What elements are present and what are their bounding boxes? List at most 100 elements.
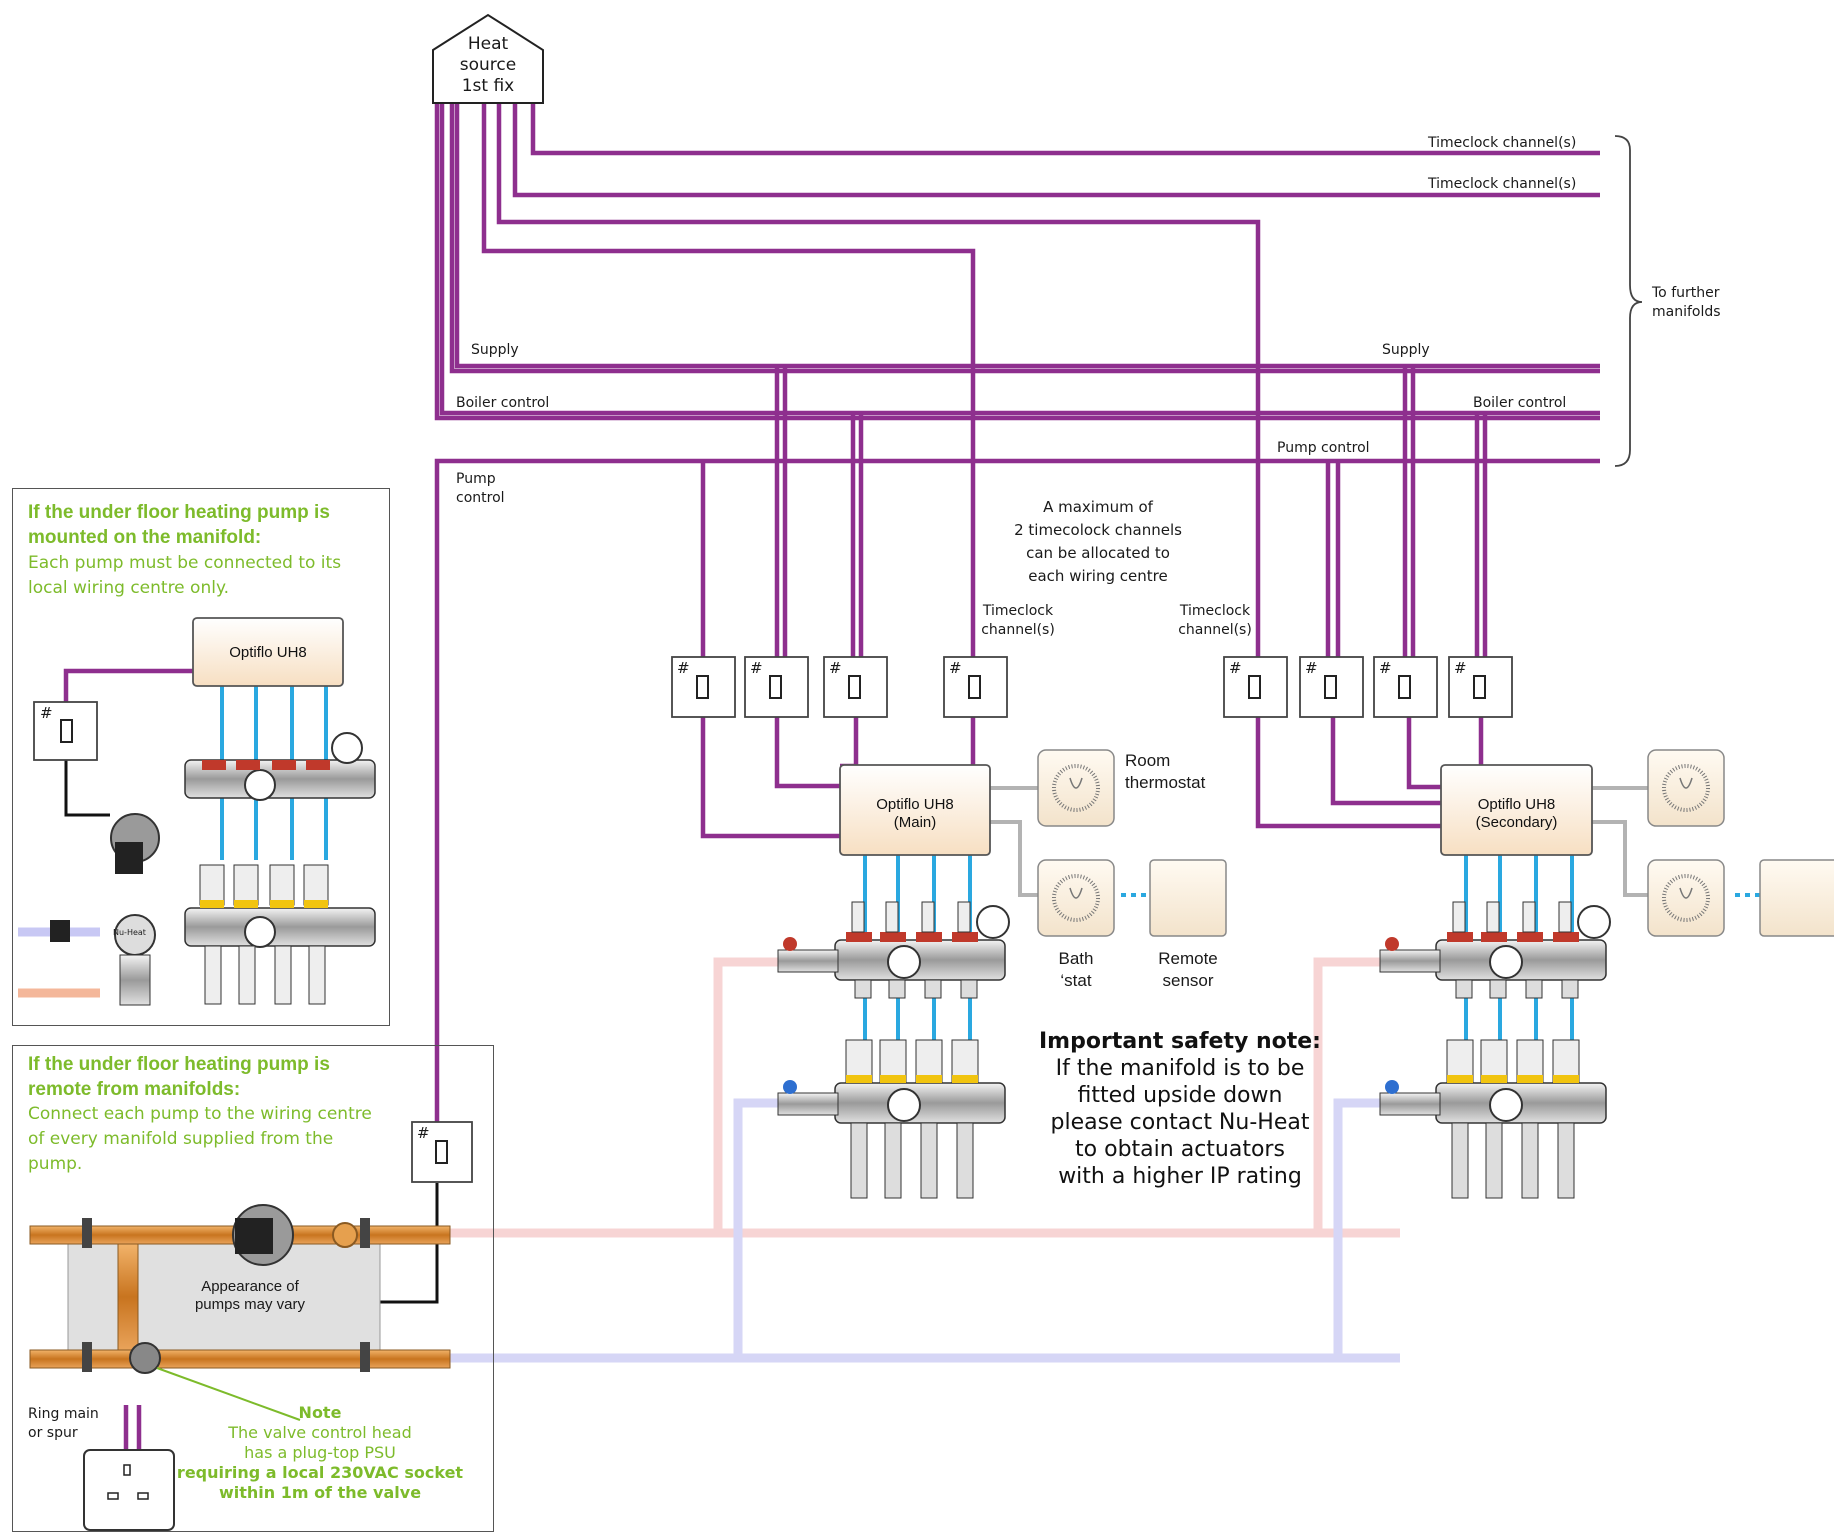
- pb-heading-1: If the under floor heating pump is: [28, 1054, 330, 1075]
- valve-note-2: has a plug-top PSU: [244, 1443, 396, 1462]
- remote-sensor-secondary: [1759, 859, 1834, 937]
- max-channels-note: A maximum of 2 timecolock channels can b…: [998, 496, 1198, 588]
- thermostat-wiring: [990, 786, 1648, 897]
- further-line1: To further: [1652, 285, 1720, 301]
- pt-body-1: Each pump must be connected to its: [28, 553, 342, 573]
- timeclock-label-secondary: Timeclock channel(s): [1167, 602, 1263, 640]
- switch-hash: #: [677, 659, 690, 677]
- tc-main-line1: Timeclock: [982, 603, 1054, 619]
- heat-source-line3: 1st fix: [461, 76, 515, 96]
- room-thermostat: [1037, 749, 1115, 827]
- pump-assembly: [29, 1204, 451, 1421]
- heat-source-line2: source: [459, 55, 517, 75]
- pump-control-label-left: Pump control: [456, 470, 505, 508]
- valve-note-1: The valve control head: [228, 1423, 412, 1442]
- panel-bottom-heading: If the under floor heating pump is remot…: [28, 1052, 330, 1102]
- wiring-centre-main-label: Optiflo UH8 (Main): [840, 796, 990, 832]
- valve-note-4: within 1m of the valve: [218, 1483, 422, 1502]
- wiring-centre-secondary: [1440, 764, 1593, 856]
- pump-appearance-note: Appearance of pumps may vary: [180, 1278, 320, 1314]
- boiler-wire: [439, 103, 1600, 416]
- room-line1: Room: [1125, 751, 1171, 770]
- pb-body-1: Connect each pump to the wiring centre: [28, 1104, 372, 1124]
- safety-line5: with a higher IP rating: [1058, 1164, 1302, 1189]
- wc-sec-line1: Optiflo UH8: [1477, 796, 1556, 813]
- tc-sec-line2: channel(s): [1178, 622, 1252, 638]
- safety-line2: fitted upside down: [1077, 1083, 1283, 1108]
- wc-main-line1: Optiflo UH8: [876, 796, 954, 813]
- heat-source-line1: Heat: [467, 34, 509, 54]
- wiring-centre-panel-label: Optiflo UH8: [229, 644, 307, 661]
- panel-pump-remote: [12, 1045, 494, 1532]
- max-line1: A maximum of: [1043, 498, 1153, 516]
- max-line3: can be allocated to: [1026, 544, 1170, 562]
- timeclock-wire-main: [481, 103, 976, 657]
- pump-note-1: Appearance of: [201, 1278, 299, 1295]
- supply-wire-b: [449, 103, 1600, 374]
- remote-line2: sensor: [1162, 971, 1214, 990]
- pump-control-label-right: Pump control: [1277, 440, 1370, 456]
- thermostats: [1037, 749, 1834, 937]
- timeclock-wire-2: [512, 103, 1600, 198]
- bath-line1: Bath: [1058, 949, 1094, 968]
- ring-line2: or spur: [28, 1425, 78, 1441]
- supply-label-left: Supply: [471, 342, 519, 358]
- switch-hash: #: [1379, 659, 1392, 677]
- pump-control-line2: control: [456, 490, 505, 506]
- pb-heading-2: remote from manifolds:: [28, 1079, 241, 1100]
- panel-top-heading: If the under floor heating pump is mount…: [28, 500, 330, 550]
- heat-source: [432, 13, 544, 104]
- room-line2: thermostat: [1125, 773, 1206, 792]
- pump-brand-label: Nu-Heat: [113, 928, 146, 937]
- safety-title: Important safety note:: [1039, 1029, 1321, 1054]
- timeclock-wire-1: [530, 103, 1600, 156]
- flow-pipe-secondary: [1313, 957, 1380, 1233]
- remote-line1: Remote: [1158, 949, 1218, 968]
- ring-line1: Ring main: [28, 1406, 99, 1422]
- panel-manifold: [18, 732, 376, 1006]
- pt-body-2: local wiring centre only.: [28, 578, 229, 598]
- bath-stat-label: Bath ‘stat: [1038, 948, 1114, 992]
- pt-heading-1: If the under floor heating pump is: [28, 502, 330, 523]
- supply-wire: [454, 103, 1600, 369]
- valve-note-title: Note: [298, 1403, 342, 1422]
- return-pipe-main: [733, 1098, 778, 1358]
- switch-pump-secondary: [1299, 656, 1364, 718]
- timeclock-label-1: Timeclock channel(s): [1428, 135, 1577, 151]
- tc-main-line2: channel(s): [981, 622, 1055, 638]
- boiler-wire-b: [434, 103, 1600, 421]
- wiring-centres: [192, 617, 1593, 856]
- manifold-secondary: [1379, 901, 1611, 1199]
- boiler-label-right: Boiler control: [1473, 395, 1567, 411]
- pump-control-wire: [434, 458, 1600, 1123]
- panel-bottom-body: Connect each pump to the wiring centre o…: [28, 1102, 372, 1177]
- valve-note: Note The valve control head has a plug-t…: [170, 1403, 470, 1503]
- bath-stat: [1037, 859, 1115, 937]
- timeclock-label-main: Timeclock channel(s): [970, 602, 1066, 640]
- pump-note-2: pumps may vary: [194, 1296, 306, 1313]
- further-manifolds-brace: [1614, 135, 1643, 467]
- safety-line3: please contact Nu-Heat: [1050, 1110, 1310, 1135]
- wiring-centre-secondary-label: Optiflo UH8 (Secondary): [1441, 796, 1592, 832]
- further-manifolds-label: To further manifolds: [1652, 284, 1721, 322]
- wc-main-line2: (Main): [893, 814, 937, 831]
- safety-note: Important safety note: If the manifold i…: [1030, 1028, 1330, 1190]
- panel-pump-on-manifold: [12, 488, 390, 1026]
- switch-hash: #: [1305, 659, 1318, 677]
- max-line2: 2 timecolock channels: [1014, 521, 1182, 539]
- switch-hash: #: [829, 659, 842, 677]
- supply-label-right: Supply: [1382, 342, 1430, 358]
- room-thermostat-secondary: [1647, 749, 1725, 827]
- timeclock-label-2: Timeclock channel(s): [1428, 176, 1577, 192]
- return-pipe-secondary: [1333, 1098, 1380, 1358]
- switch-hash: #: [1454, 659, 1467, 677]
- boiler-label-left: Boiler control: [456, 395, 550, 411]
- bath-stat-secondary: [1647, 859, 1725, 937]
- valve-note-3: requiring a local 230VAC socket: [176, 1463, 464, 1482]
- switch-hash: #: [750, 659, 763, 677]
- further-line2: manifolds: [1652, 304, 1721, 320]
- switch-rockers: [60, 675, 1486, 1164]
- switch-hash: #: [949, 659, 962, 677]
- heat-source-label: Heat source 1st fix: [438, 34, 538, 97]
